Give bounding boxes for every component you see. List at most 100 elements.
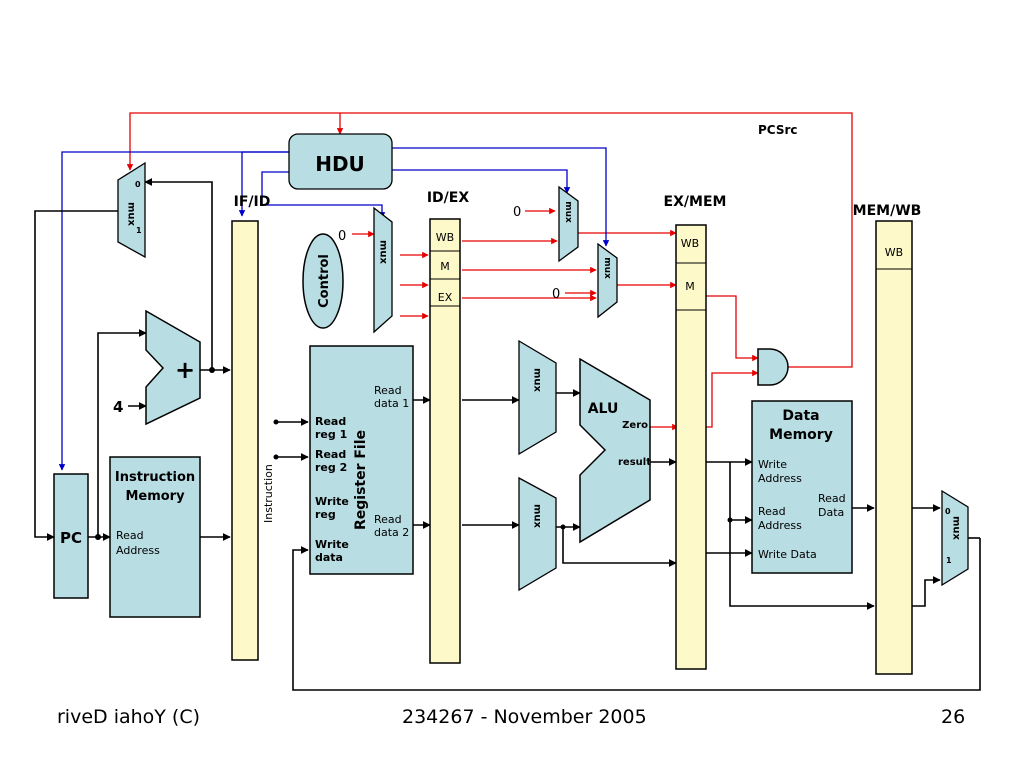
svg-text:Write: Write	[315, 538, 349, 551]
instruction-memory: Instruction Memory Read Address	[109, 456, 201, 618]
id-ex-ex: EX	[438, 291, 453, 304]
hdu-to-ifid	[238, 151, 289, 217]
pc-source-mux: mux 0 1	[117, 161, 146, 259]
junction-dots	[95, 367, 733, 540]
adder-to-mux	[144, 178, 213, 370]
mux-label: mux	[602, 257, 612, 279]
mux-input-0: 0	[135, 180, 141, 189]
data-memory: Data Memory Write Address Read Address W…	[751, 400, 853, 574]
svg-text:Read: Read	[818, 492, 846, 505]
adder-plus: +	[175, 356, 195, 384]
pcsrc-mux-to-pc	[34, 210, 118, 541]
mux-label: mux	[378, 240, 389, 265]
ex-mem-register: EX/MEM WB M	[664, 194, 727, 670]
hdu-to-mux3	[392, 147, 610, 247]
imem-read-label-2: Address	[116, 544, 160, 557]
svg-text:reg: reg	[315, 508, 336, 521]
const-zero-2: 0	[513, 205, 521, 220]
footer-author: riveD iahoY (C)	[57, 706, 201, 728]
mux-input-0: 0	[945, 507, 951, 516]
mux-input-1: 1	[946, 556, 952, 565]
pcsrc-wire	[126, 112, 853, 368]
branch-and-gate	[757, 348, 789, 386]
const-four: 4	[113, 398, 123, 416]
mux-label: mux	[126, 202, 137, 227]
register-file: Register File Read reg 1 Read reg 2 Writ…	[309, 345, 414, 575]
mem-wb-label: MEM/WB	[853, 203, 922, 219]
hdu-unit: HDU	[288, 133, 393, 190]
svg-text:Read: Read	[374, 384, 402, 397]
alu-label: ALU	[588, 401, 619, 417]
mux-label: mux	[532, 504, 543, 529]
mem-wb-register: MEM/WB WB	[853, 203, 922, 675]
hdu-to-mux1	[261, 171, 386, 219]
svg-text:data 1: data 1	[374, 397, 409, 410]
svg-text:Write: Write	[758, 458, 787, 471]
branch-m-to-and	[706, 295, 759, 362]
svg-text:Read: Read	[315, 448, 346, 461]
pc-adder: +	[145, 309, 201, 426]
regfile-title: Register File	[353, 430, 369, 530]
ex-mem-wb: WB	[681, 237, 699, 250]
writeback-loop	[292, 538, 981, 691]
hdu-to-pc	[58, 151, 289, 471]
wb-flush-mux: mux	[558, 185, 579, 263]
footer-course: 234267 - November 2005	[402, 706, 647, 728]
mux-label: mux	[563, 201, 573, 223]
hdu-to-mux2	[392, 169, 571, 194]
svg-text:reg 2: reg 2	[315, 461, 347, 474]
alu-result-to-memwb	[729, 520, 875, 610]
if-id-label: IF/ID	[234, 194, 271, 210]
dmem-title-1: Data	[782, 408, 819, 424]
program-counter: PC	[53, 473, 89, 599]
footer-page-number: 26	[941, 706, 966, 728]
mem-wb-wb: WB	[885, 246, 903, 259]
pc-to-adder	[97, 329, 147, 537]
svg-text:Address: Address	[758, 472, 802, 485]
imem-read-label-1: Read	[116, 529, 144, 542]
imem-title-2: Memory	[125, 489, 185, 504]
id-ex-wb: WB	[436, 231, 454, 244]
hdu-label: HDU	[315, 152, 365, 176]
svg-text:Write Data: Write Data	[758, 548, 817, 561]
svg-text:Read: Read	[758, 505, 786, 518]
const-zero-1: 0	[338, 229, 346, 244]
alu-result-label: result	[618, 457, 651, 468]
data-wires	[34, 178, 981, 691]
svg-text:Data: Data	[818, 506, 844, 519]
ex-mem-m: M	[685, 280, 695, 293]
control-unit: Control	[302, 233, 344, 329]
alu-zero-label: Zero	[622, 420, 648, 431]
control-label: Control	[317, 254, 332, 308]
rt-forward	[562, 527, 677, 567]
hazard-wires	[58, 147, 610, 471]
control-mux: mux	[373, 206, 393, 334]
alu-mux-b: mux	[518, 476, 557, 592]
imem-title-1: Instruction	[115, 470, 195, 485]
pc-label: PC	[60, 529, 82, 547]
pcsrc-label: PCSrc	[758, 123, 798, 137]
m-flush-mux: mux	[597, 242, 618, 319]
id-ex-m: M	[440, 260, 450, 273]
svg-text:reg 1: reg 1	[315, 428, 347, 441]
ex-mem-label: EX/MEM	[664, 194, 727, 210]
svg-text:Read: Read	[315, 415, 346, 428]
svg-text:data: data	[315, 551, 343, 564]
svg-text:Read: Read	[374, 513, 402, 526]
if-id-register: IF/ID	[231, 194, 271, 661]
writeback-mux: mux 0 1	[941, 489, 969, 587]
id-ex-register: ID/EX WB M EX	[427, 190, 470, 664]
instruction-label: Instruction	[262, 464, 275, 523]
svg-text:data 2: data 2	[374, 526, 409, 539]
mux-label: mux	[951, 516, 962, 541]
alu-mux-a: mux	[518, 339, 557, 456]
alu: ALU Zero result	[579, 357, 651, 544]
const-zero-3: 0	[552, 287, 560, 302]
control-wires	[126, 112, 853, 431]
mux-label: mux	[532, 368, 543, 393]
dmem-title-2: Memory	[769, 427, 833, 443]
id-ex-label: ID/EX	[427, 190, 470, 206]
svg-text:Write: Write	[315, 495, 349, 508]
svg-text:Address: Address	[758, 519, 802, 532]
